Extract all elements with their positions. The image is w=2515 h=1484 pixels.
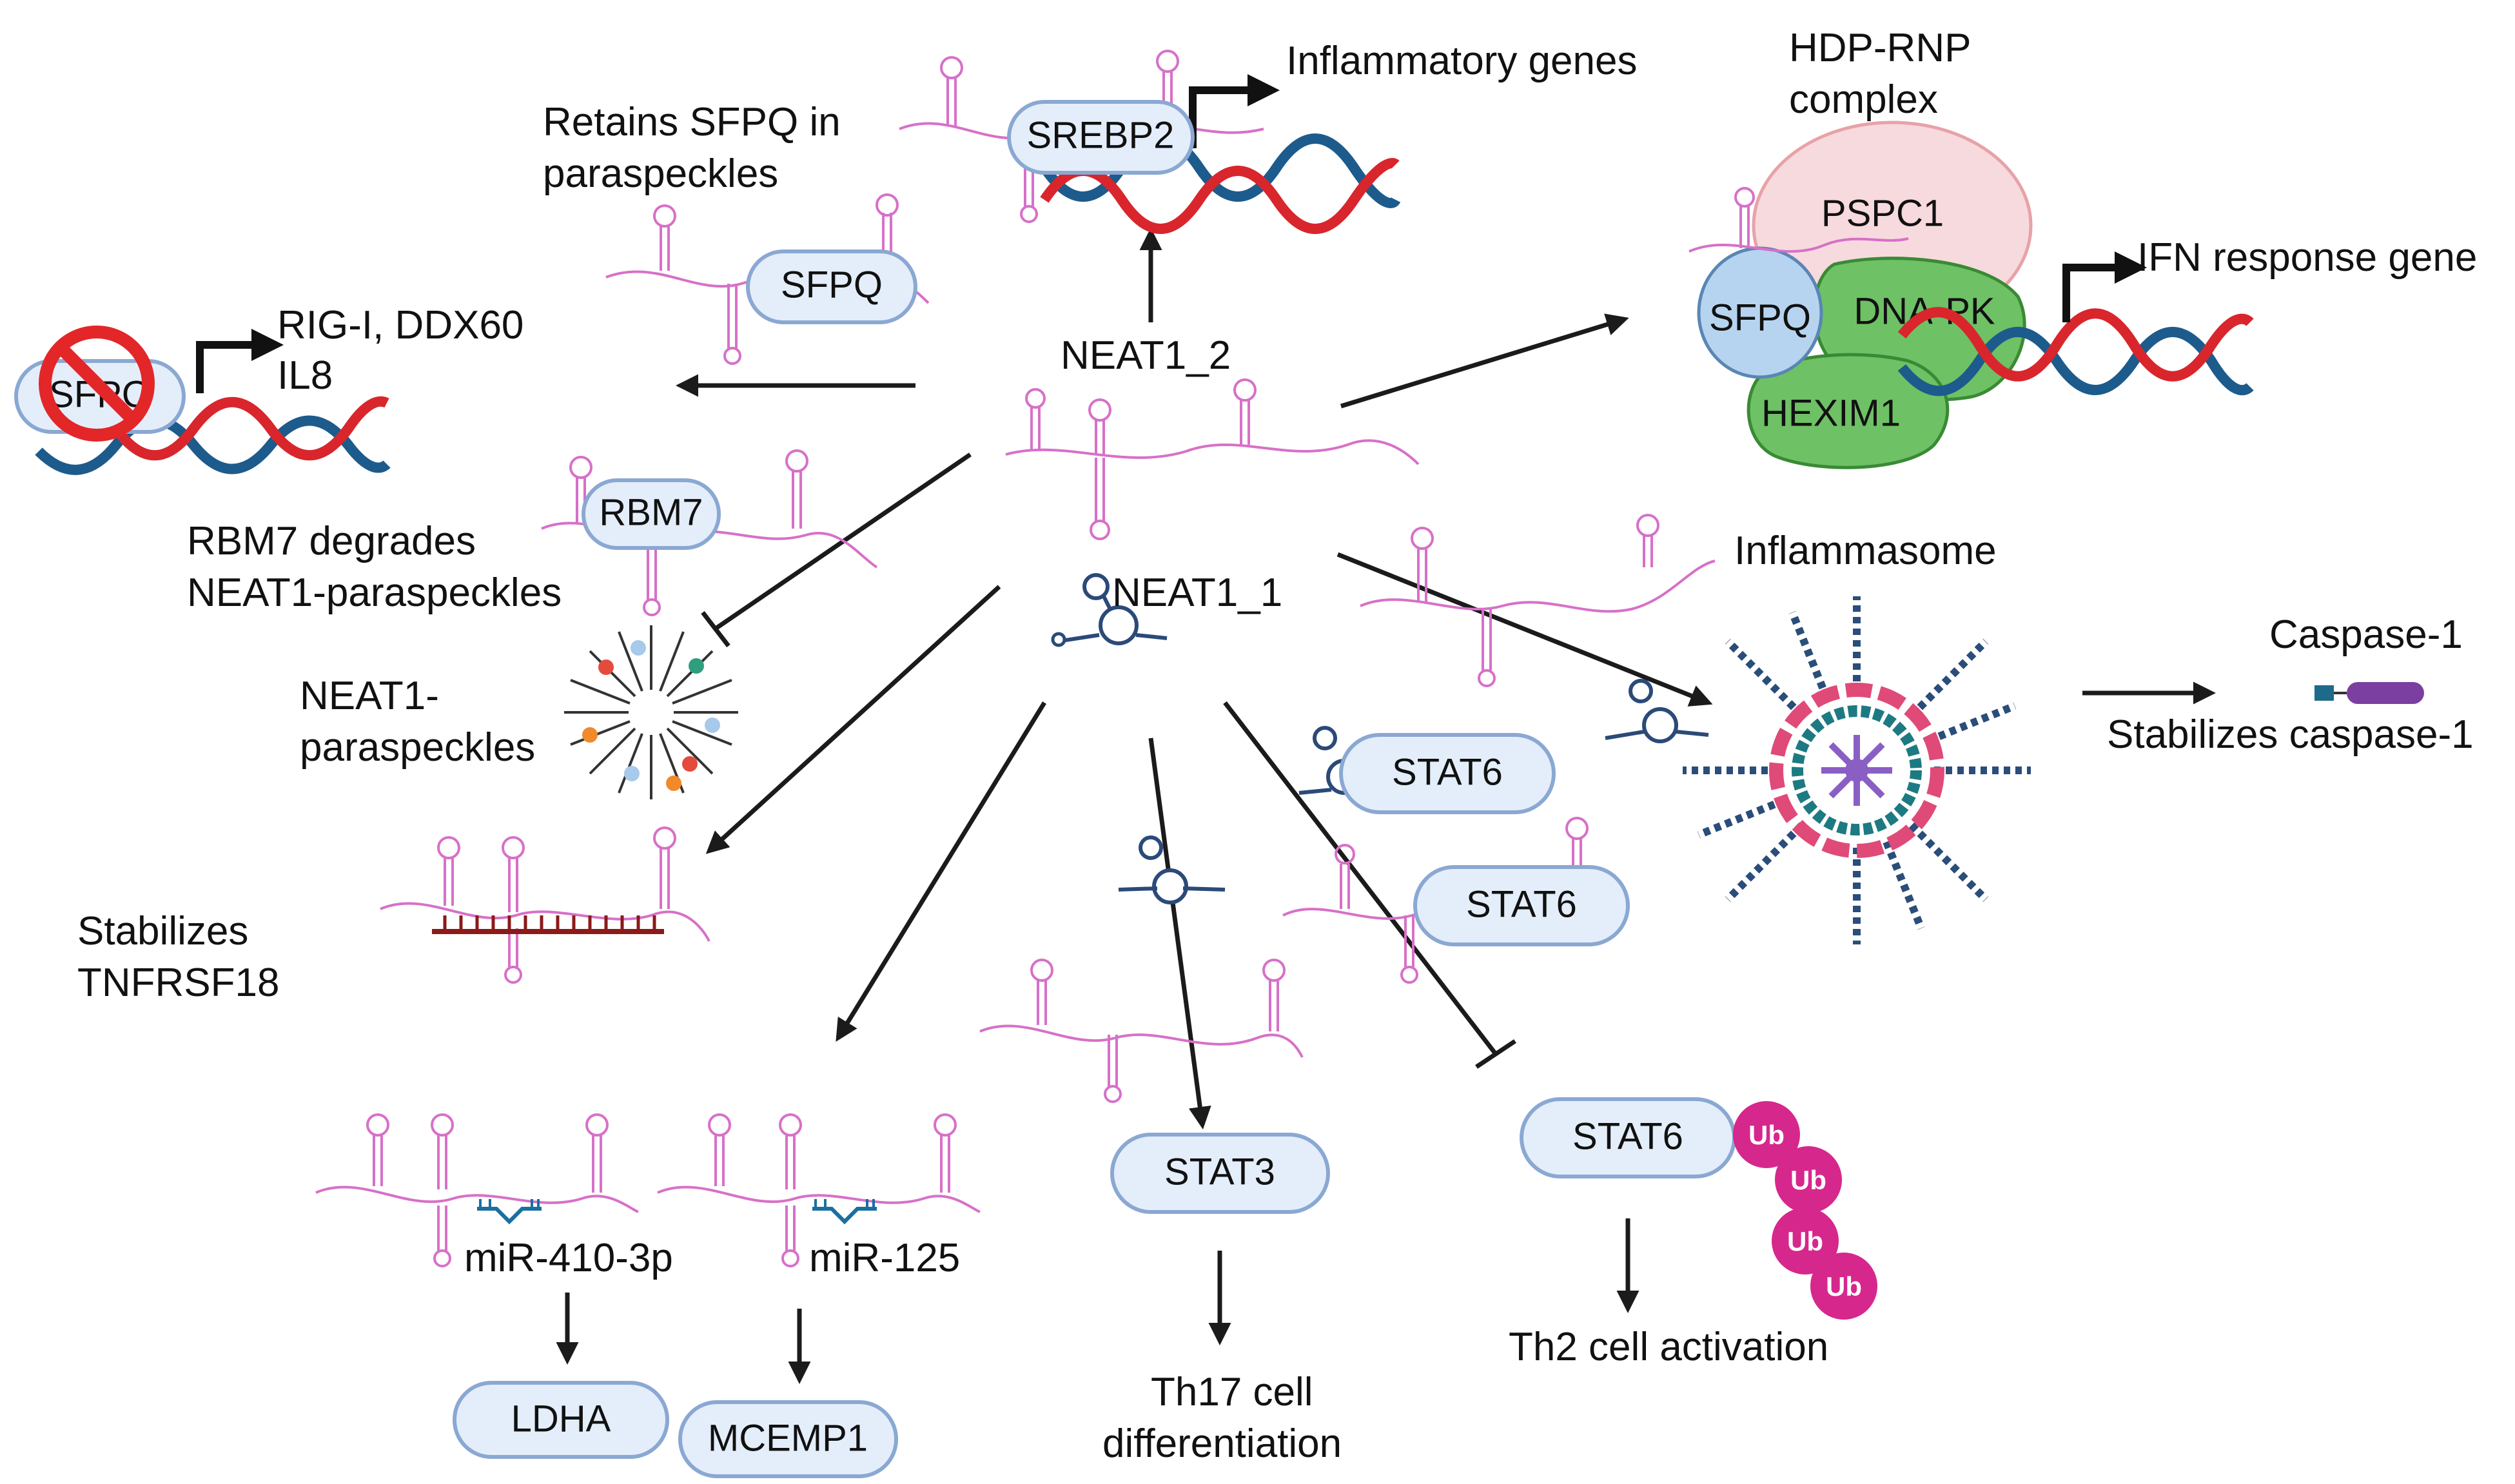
mirna-a-label: miR-410-3p bbox=[464, 1236, 673, 1280]
rig-i-ddx60-label: RIG-I, DDX60 bbox=[277, 303, 524, 347]
neat1-2-label: NEAT1_2 bbox=[1061, 333, 1231, 378]
stat6-protein-b bbox=[1413, 865, 1630, 946]
ub-label-1: Ub bbox=[1748, 1120, 1785, 1150]
tnfrsf18-mrna bbox=[432, 915, 664, 934]
stat6-protein-a bbox=[1339, 733, 1556, 814]
rbm7-protein bbox=[582, 478, 721, 550]
ub-label-4: Ub bbox=[1826, 1271, 1862, 1302]
neat1-1-label: NEAT1_1 bbox=[1112, 571, 1282, 615]
arrow-to-mirna bbox=[836, 701, 1046, 1042]
hdp-rnp-rna bbox=[1688, 187, 1909, 253]
paraspeckle-label-line1: NEAT1- bbox=[300, 674, 439, 718]
stabilizes-tnfrsf18-line2: TNFRSF18 bbox=[77, 961, 279, 1005]
retains-sfpq-line1: Retains SFPQ in bbox=[543, 100, 841, 144]
mcemp1-protein bbox=[678, 1400, 898, 1478]
th2-activation-label: Th2 cell activation bbox=[1509, 1325, 1828, 1369]
ub-label-2: Ub bbox=[1790, 1165, 1826, 1195]
arrow-to-stat3 bbox=[1148, 737, 1211, 1129]
rbm7-degrades-line2: NEAT1-paraspeckles bbox=[187, 571, 562, 615]
sfpq-complex-label: SFPQ bbox=[1709, 297, 1811, 338]
neat1-1-rna bbox=[1051, 573, 1168, 647]
prohibition-icon bbox=[39, 326, 155, 442]
ifn-gene-dna bbox=[1897, 251, 2254, 396]
stabilizes-caspase-label: Stabilizes caspase-1 bbox=[2107, 712, 2474, 757]
mirna-b-strand bbox=[812, 1199, 877, 1225]
srebp2-label: SREBP2 bbox=[1027, 114, 1175, 156]
ldha-label: LDHA bbox=[511, 1398, 611, 1440]
rbm7-label: RBM7 bbox=[599, 491, 703, 533]
mirna-a-rna bbox=[315, 1113, 639, 1267]
il8-label: IL8 bbox=[277, 353, 333, 398]
stat3-label: STAT3 bbox=[1164, 1151, 1275, 1193]
stat6-label-c: STAT6 bbox=[1572, 1115, 1683, 1157]
arrow-to-hdp-rnp bbox=[1340, 313, 1629, 409]
ubiquitin-labels: Ub Ub Ub Ub bbox=[1748, 1120, 1862, 1302]
mirna-a-strand bbox=[477, 1199, 542, 1225]
stat6-label-a: STAT6 bbox=[1392, 751, 1503, 793]
arrow-to-inflammasome bbox=[1336, 552, 1713, 707]
hexim1-shape bbox=[1747, 353, 1950, 469]
srebp2-protein bbox=[1007, 100, 1195, 175]
inflammatory-genes-label: Inflammatory genes bbox=[1286, 39, 1637, 83]
ubiquitin-chain bbox=[1733, 1101, 1877, 1320]
sfpq-retained-label: SFPQ bbox=[781, 264, 883, 306]
inhibit-paraspeckles bbox=[701, 453, 972, 648]
hexim1-label: HEXIM1 bbox=[1761, 392, 1901, 434]
caspase-1-icon bbox=[2314, 682, 2424, 704]
stat3-rna bbox=[979, 959, 1304, 1103]
stat3-neat1-1 bbox=[1118, 835, 1226, 904]
rbm7-degrades-line1: RBM7 degrades bbox=[187, 519, 476, 563]
hdp-rnp-title-line1: HDP-RNP bbox=[1789, 26, 1971, 70]
mirna-b-label: miR-125 bbox=[809, 1236, 960, 1280]
neat1-2-rna bbox=[1005, 378, 1420, 540]
stat6-label-b: STAT6 bbox=[1466, 883, 1577, 925]
arrow-to-tnfrsf18 bbox=[705, 585, 1001, 854]
inflammasome-title: Inflammasome bbox=[1734, 529, 1997, 573]
th17-label-line1: Th17 cell bbox=[1151, 1370, 1313, 1414]
hdp-rnp-title-line2: complex bbox=[1789, 77, 1938, 122]
paraspeckle-label-line2: paraspeckles bbox=[300, 725, 535, 770]
th17-label-line2: differentiation bbox=[1102, 1421, 1342, 1466]
mcemp1-label: MCEMP1 bbox=[708, 1417, 868, 1459]
inflammasome-rna bbox=[1360, 514, 1716, 687]
inflammasome-icon bbox=[1683, 596, 2031, 944]
stat3-protein bbox=[1110, 1133, 1330, 1214]
retains-sfpq-line2: paraspeckles bbox=[543, 151, 778, 196]
sfpq-retained-protein bbox=[746, 249, 917, 324]
tnfrsf18-rna bbox=[380, 826, 710, 984]
inflammasome-neat1-1 bbox=[1605, 679, 1709, 743]
paraspeckle-icon bbox=[564, 625, 738, 799]
ldha-protein bbox=[453, 1381, 669, 1459]
ifn-response-gene-label: IFN response gene bbox=[2137, 235, 2477, 280]
caspase-1-label: Caspase-1 bbox=[2269, 612, 2463, 657]
pspc1-label: PSPC1 bbox=[1821, 192, 1944, 234]
inhibit-stat6 bbox=[1223, 701, 1516, 1069]
stabilizes-tnfrsf18-line1: Stabilizes bbox=[77, 909, 248, 953]
mirna-b-rna bbox=[657, 1113, 981, 1267]
ub-label-3: Ub bbox=[1787, 1226, 1823, 1256]
